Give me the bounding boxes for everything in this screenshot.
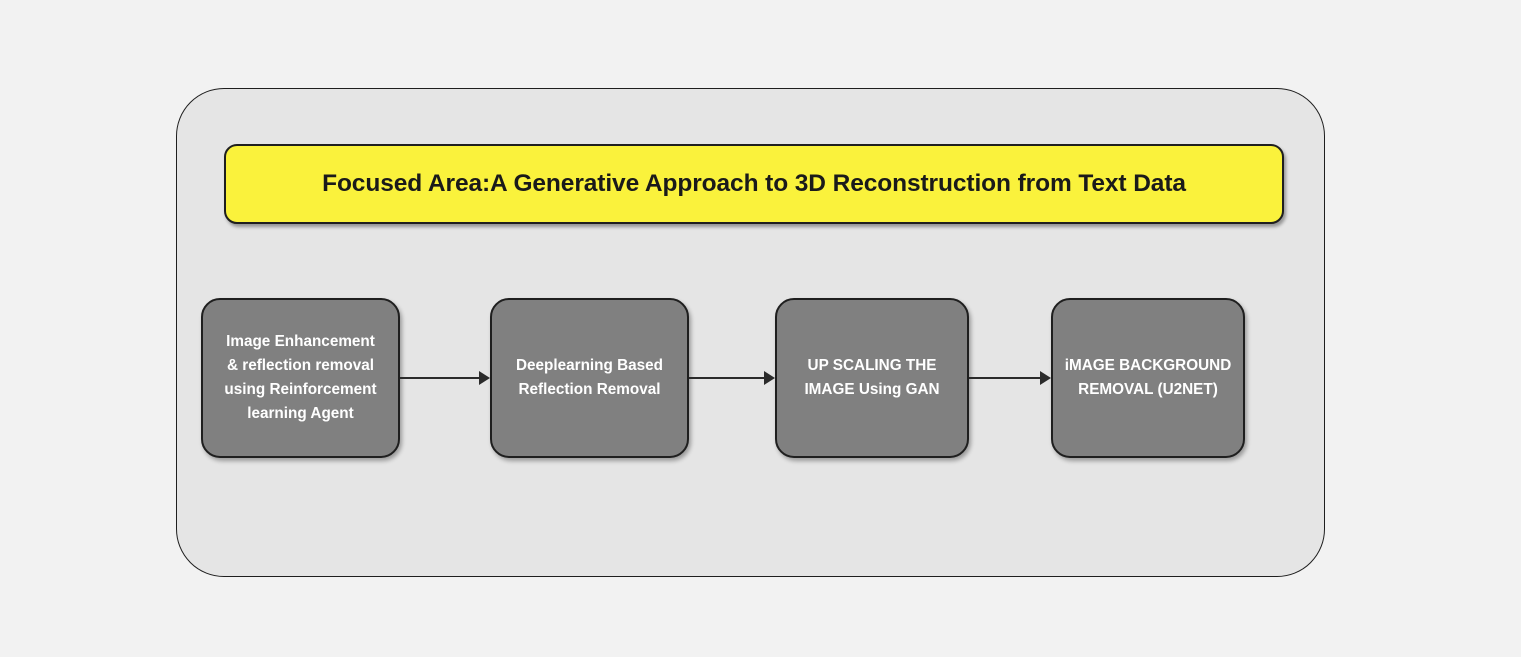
process-node-image-enhancement-reflection-removal-rl[interactable]: Image Enhancement & reflection removal u… [201, 298, 400, 458]
arrow-connector-2 [689, 369, 775, 387]
arrow-head-icon [764, 371, 775, 385]
arrow-shaft-icon [400, 377, 479, 380]
arrow-connector-3 [969, 369, 1051, 387]
process-node-label: iMAGE BACKGROUND REMOVAL (U2NET) [1064, 357, 1232, 398]
process-pipeline: Image Enhancement & reflection removal u… [177, 298, 1326, 463]
arrow-shaft-icon [969, 377, 1040, 380]
process-node-upscaling-gan[interactable]: UP SCALING THE IMAGE Using GAN [775, 298, 969, 458]
process-node-deeplearning-reflection-removal[interactable]: Deeplearning Based Reflection Removal [490, 298, 689, 458]
process-node-label: Image Enhancement & reflection removal u… [224, 333, 377, 422]
arrow-head-icon [479, 371, 490, 385]
process-node-label: Deeplearning Based Reflection Removal [515, 357, 664, 398]
title-banner: Focused Area:A Generative Approach to 3D… [224, 144, 1284, 224]
process-node-background-removal-u2net[interactable]: iMAGE BACKGROUND REMOVAL (U2NET) [1051, 298, 1245, 458]
process-node-label: UP SCALING THE IMAGE Using GAN [804, 357, 940, 398]
title-banner-text: Focused Area:A Generative Approach to 3D… [322, 170, 1186, 197]
arrow-connector-1 [400, 369, 490, 387]
arrow-head-icon [1040, 371, 1051, 385]
arrow-shaft-icon [689, 377, 764, 380]
diagram-container: Focused Area:A Generative Approach to 3D… [176, 88, 1325, 577]
